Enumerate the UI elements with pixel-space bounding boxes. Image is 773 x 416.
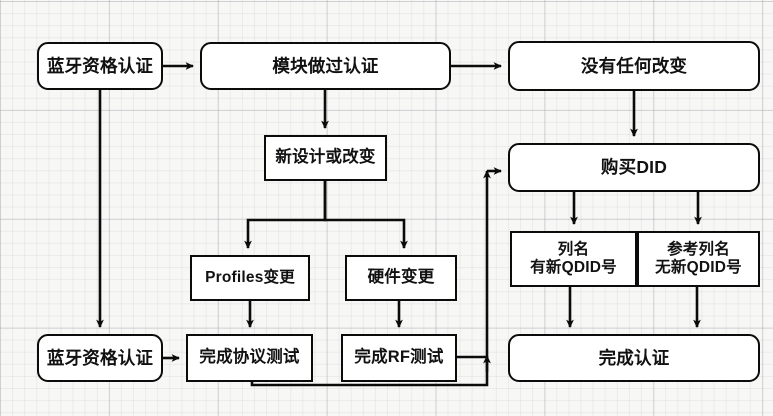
- node-bluetooth-qualification-top[interactable]: 蓝牙资格认证: [37, 42, 163, 90]
- node-new-design-or-change[interactable]: 新设计或改变: [264, 135, 387, 181]
- node-bluetooth-qualification-bottom[interactable]: 蓝牙资格认证: [37, 334, 163, 382]
- node-complete-protocol-test[interactable]: 完成协议测试: [186, 334, 313, 382]
- edge-new-design-to-hardware: [323, 181, 408, 249]
- node-hardware-change[interactable]: 硬件变更: [345, 255, 457, 301]
- node-certification-complete[interactable]: 完成认证: [508, 334, 760, 382]
- node-profiles-change[interactable]: Profiles变更: [190, 255, 310, 301]
- node-no-change[interactable]: 没有任何改变: [508, 41, 760, 91]
- node-module-certified[interactable]: 模块做过认证: [200, 42, 451, 90]
- node-reference-listing-no-new-qdid[interactable]: 参考列名 无新QDID号: [637, 231, 760, 287]
- node-complete-rf-test[interactable]: 完成RF测试: [341, 334, 457, 382]
- node-purchase-did[interactable]: 购买DID: [508, 143, 760, 192]
- edge-new-design-to-profiles: [244, 181, 327, 249]
- node-listed-with-new-qdid[interactable]: 列名 有新QDID号: [510, 231, 637, 287]
